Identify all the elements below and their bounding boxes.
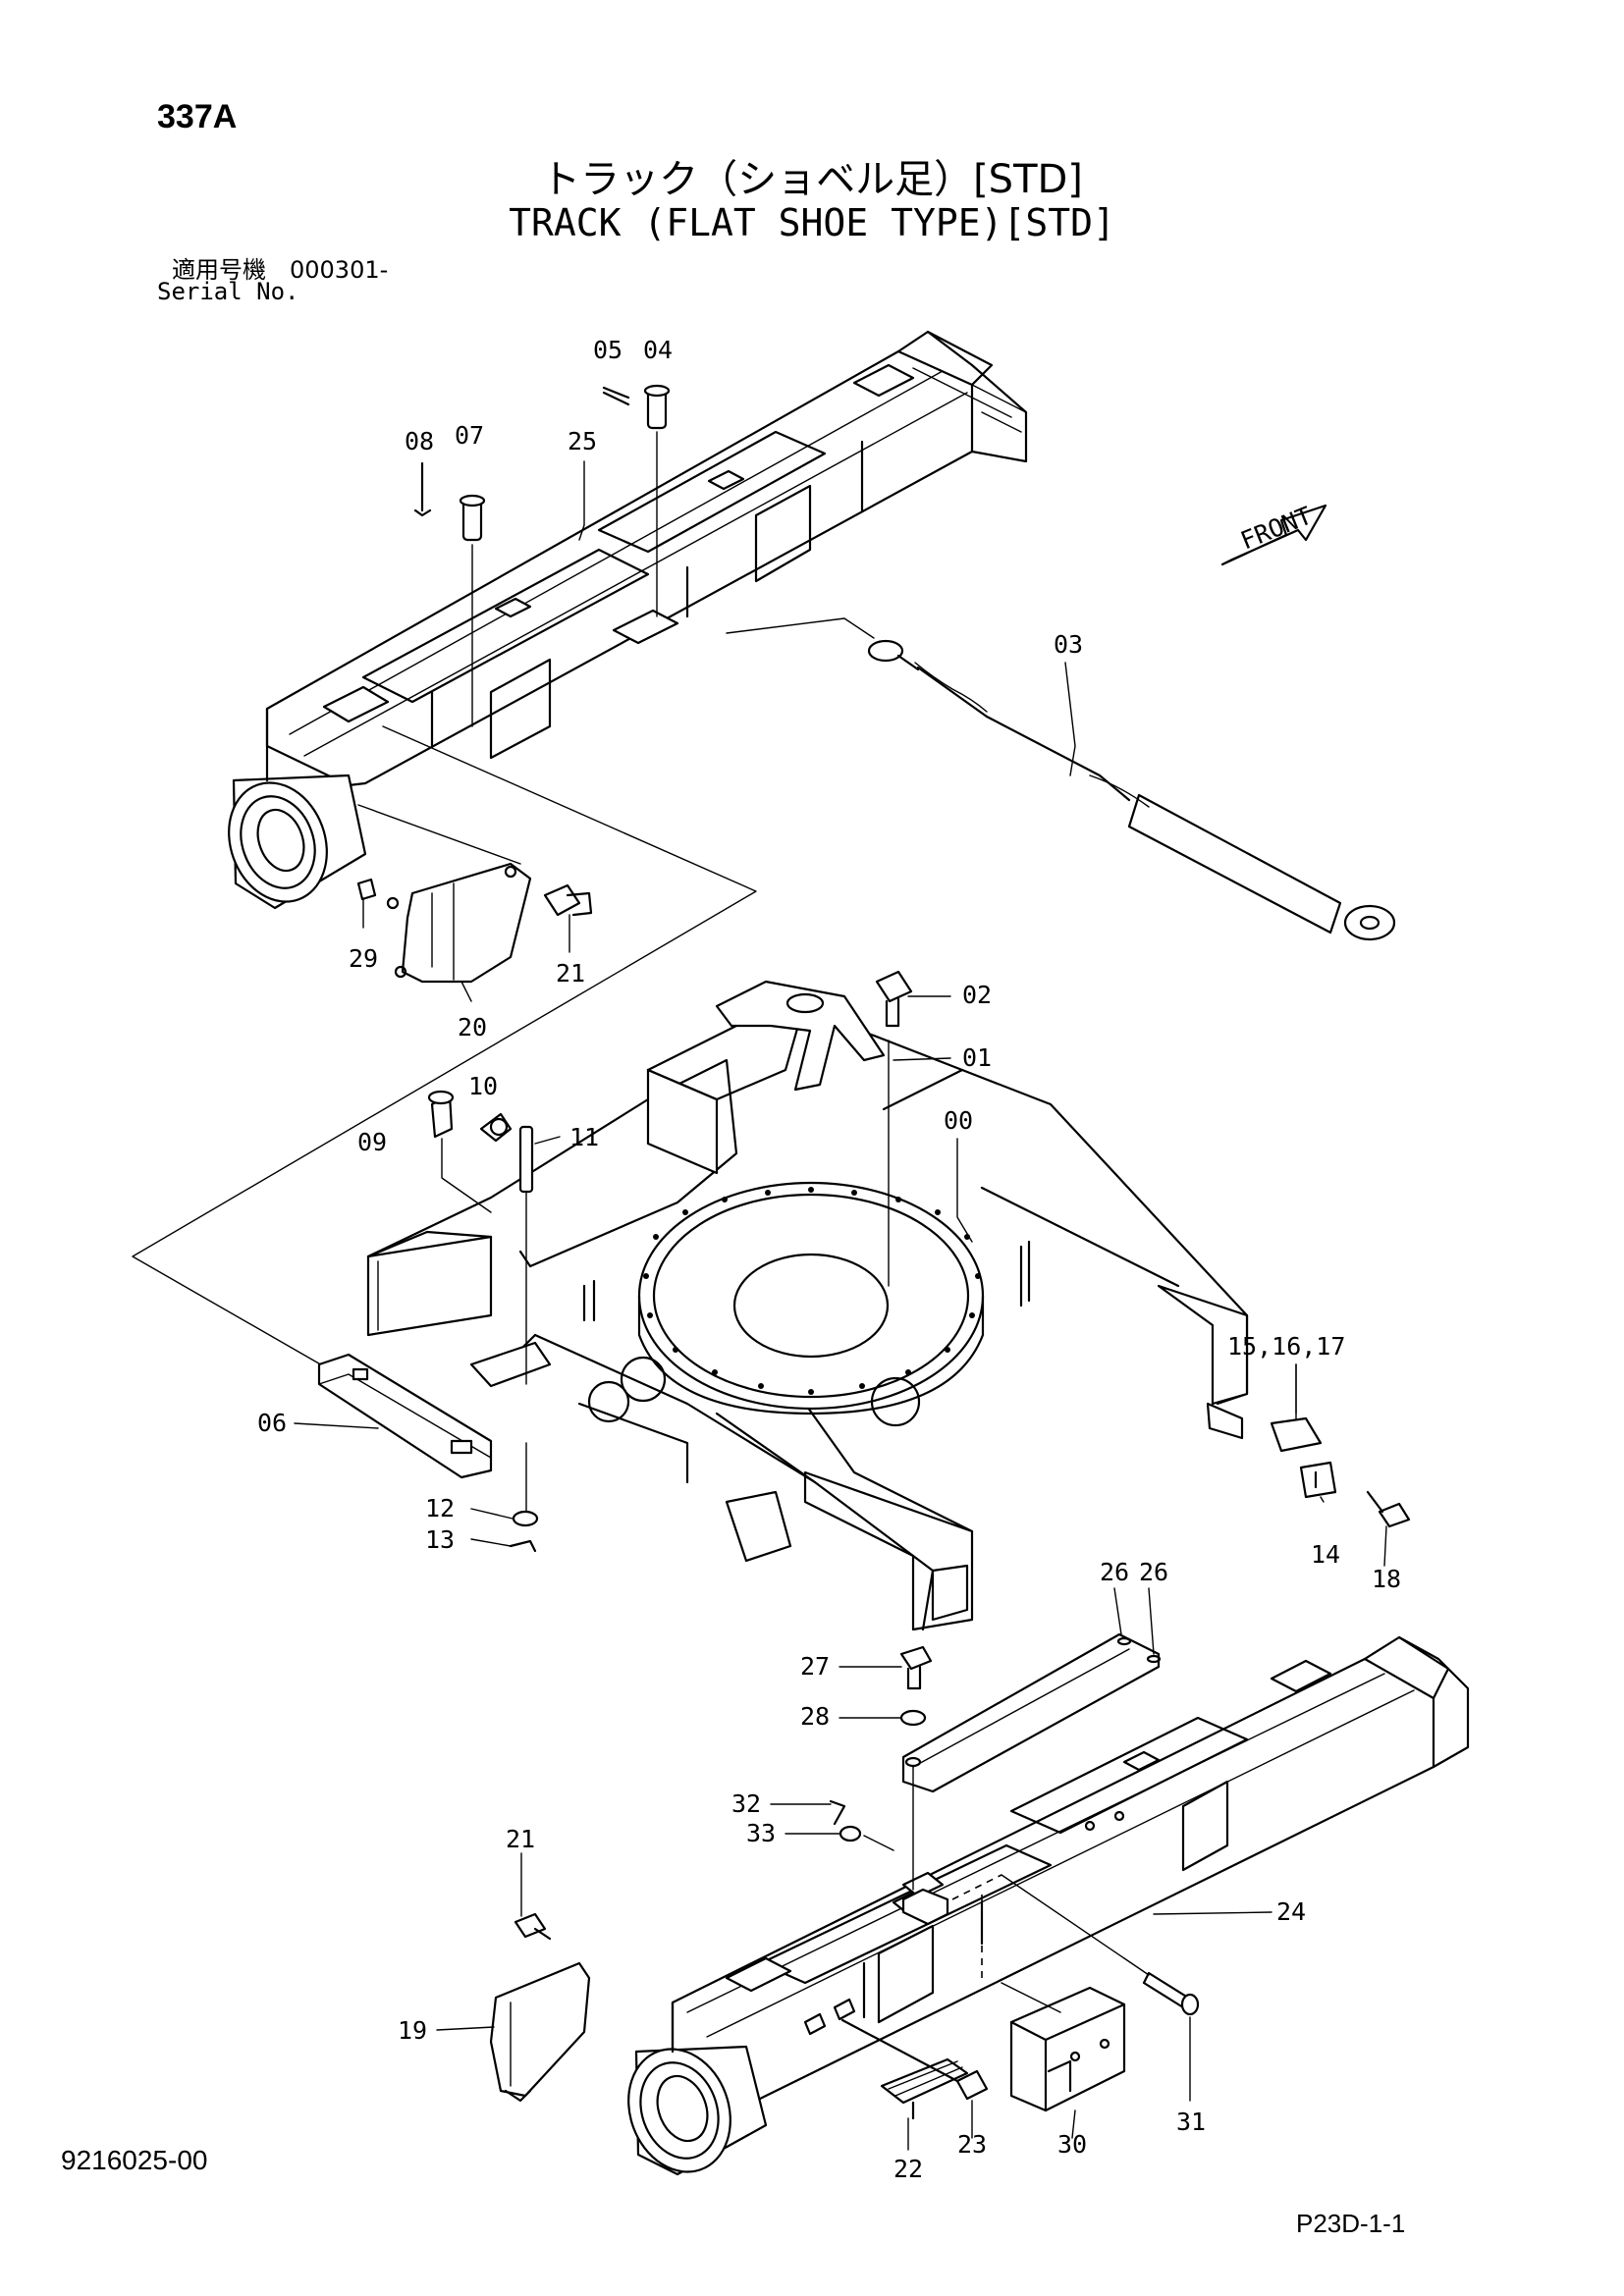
upper-track-frame xyxy=(228,330,1028,910)
pin-32 xyxy=(829,1799,846,1826)
bolt-18 xyxy=(1366,1490,1411,1528)
callout-26-b: 26 xyxy=(1139,1558,1168,1586)
block-30 xyxy=(1009,1986,1126,2112)
pin-08 xyxy=(413,461,432,517)
washer-33 xyxy=(839,1825,862,1842)
callout-30: 30 xyxy=(1057,2130,1087,2159)
callout-12: 12 xyxy=(425,1494,455,1522)
washer-28 xyxy=(899,1709,927,1727)
pin-07 xyxy=(459,494,486,727)
model-code: 337A xyxy=(157,98,238,135)
callout-27: 27 xyxy=(800,1652,830,1681)
callout-25: 25 xyxy=(568,427,597,455)
center-frame xyxy=(366,999,1249,1631)
document-number: 9216025-00 xyxy=(61,2145,208,2175)
callout-03: 03 xyxy=(1054,630,1083,659)
cover-20 xyxy=(386,862,532,984)
callout-leaders xyxy=(294,460,1387,2151)
track-adjuster-03 xyxy=(867,639,1396,941)
bearing-bolt-holes xyxy=(643,1187,981,1395)
bolt-27 xyxy=(899,1645,933,1690)
callout-15-16-17: 15,16,17 xyxy=(1227,1332,1345,1361)
bolt-23 xyxy=(840,2018,989,2101)
pin-11 xyxy=(518,1125,534,1385)
part-callouts: 05 04 08 07 25 03 29 21 20 02 01 10 09 1… xyxy=(257,336,1401,2183)
pin-05 xyxy=(602,386,630,406)
serial-label-japanese: 適用号機 000301- xyxy=(172,256,389,284)
callout-31: 31 xyxy=(1176,2108,1206,2136)
callout-07: 07 xyxy=(455,421,484,450)
bolt-21-upper xyxy=(543,883,593,917)
callout-05: 05 xyxy=(593,336,623,364)
page-code: P23D-1-1 xyxy=(1296,2209,1406,2238)
pin-13 xyxy=(509,1539,537,1553)
plate-06 xyxy=(317,1353,493,1479)
callout-09: 09 xyxy=(357,1128,387,1156)
callout-22: 22 xyxy=(893,2155,923,2183)
front-arrow-icon: FRONT xyxy=(1220,501,1327,566)
pin-04 xyxy=(643,384,671,617)
callout-11: 11 xyxy=(569,1123,599,1151)
bolt-02 xyxy=(875,970,913,1028)
cover-19 xyxy=(489,1961,591,2103)
lower-track-frame xyxy=(627,1635,1470,2176)
callout-19: 19 xyxy=(398,2016,427,2045)
bolt-21-lower xyxy=(514,1912,552,1941)
callout-23: 23 xyxy=(957,2130,987,2159)
title-english: TRACK (FLAT SHOE TYPE)[STD] xyxy=(509,201,1115,244)
pin-31 xyxy=(1142,1971,1200,2016)
callout-26-a: 26 xyxy=(1100,1558,1129,1586)
callout-28: 28 xyxy=(800,1702,830,1731)
callout-14: 14 xyxy=(1311,1540,1340,1569)
callout-18: 18 xyxy=(1372,1565,1401,1593)
bracket-01 xyxy=(715,980,890,1287)
callout-21-upper: 21 xyxy=(556,959,585,988)
callout-24: 24 xyxy=(1276,1897,1306,1926)
title-japanese: トラック（ショベル足）[STD] xyxy=(541,157,1083,202)
callout-02: 02 xyxy=(962,981,992,1009)
plate-22 xyxy=(880,2057,969,2120)
bracket-14 xyxy=(1299,1461,1337,1499)
serial-label-english: Serial No. xyxy=(157,278,299,305)
pin-09 xyxy=(427,1090,492,1213)
callout-06: 06 xyxy=(257,1409,287,1437)
guard-26 xyxy=(901,1632,1162,1793)
callout-00: 00 xyxy=(944,1106,973,1135)
callout-10: 10 xyxy=(468,1072,498,1100)
callout-20: 20 xyxy=(458,1013,487,1041)
callout-08: 08 xyxy=(405,427,434,455)
callout-29: 29 xyxy=(349,944,378,973)
pin-10 xyxy=(479,1112,513,1143)
front-label: FRONT xyxy=(1236,501,1316,555)
bolt-29 xyxy=(356,878,377,901)
callout-13: 13 xyxy=(425,1525,455,1554)
callout-21-lower: 21 xyxy=(506,1825,535,1853)
block-dashed xyxy=(901,1874,1002,1983)
washer-12 xyxy=(512,1510,539,1527)
callout-32: 32 xyxy=(731,1789,761,1818)
callout-33: 33 xyxy=(746,1819,776,1847)
callout-04: 04 xyxy=(643,336,673,364)
callout-01: 01 xyxy=(962,1043,992,1072)
